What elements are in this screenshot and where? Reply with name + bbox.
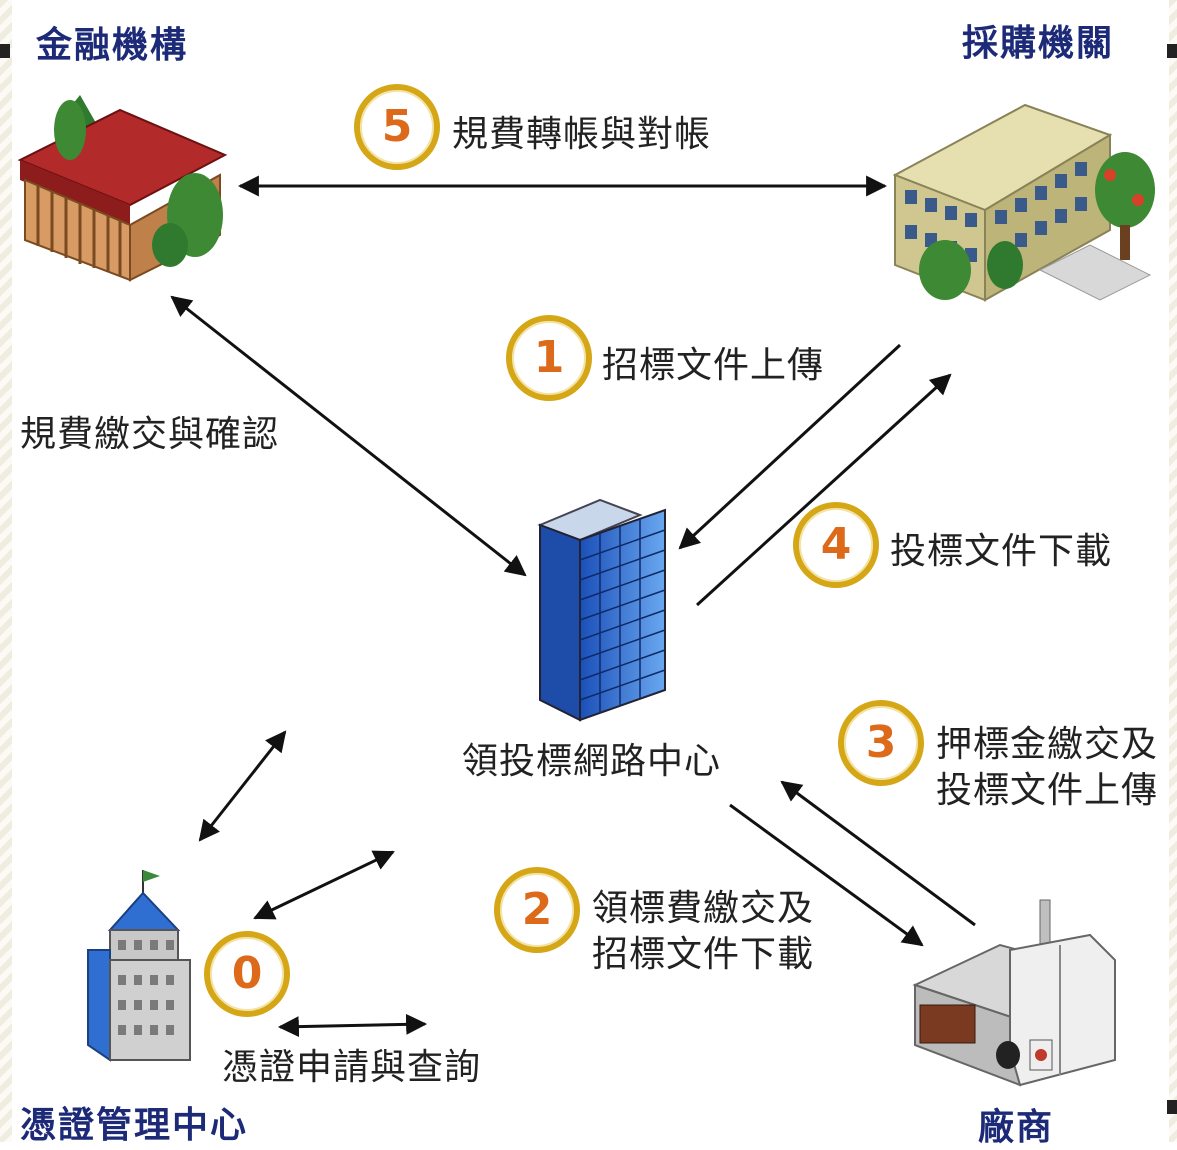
arrow-step2-download (729, 803, 924, 947)
network-center-label: 領投標網路中心 (462, 741, 722, 782)
step-5-label: 規費轉帳與對帳 (452, 114, 712, 155)
arrow-step1-upload (678, 343, 902, 550)
arrow-step3-upload (780, 780, 976, 927)
step-badge-3: 3 (838, 700, 924, 786)
fee-confirm-label: 規費繳交與確認 (20, 414, 280, 455)
arrow-cert-network (198, 730, 287, 842)
step-badge-0: 0 (204, 931, 290, 1017)
left-border-texture (0, 0, 12, 1142)
step-4-label: 投標文件下載 (890, 531, 1113, 572)
step-3-label: 押標金繳交及投標文件上傳 (936, 724, 1159, 811)
step-badge-2: 2 (494, 867, 580, 953)
arrow-step4-download (695, 373, 952, 607)
bank-building-icon (17, 95, 228, 282)
right-edge-marker-bottom (1167, 1100, 1177, 1114)
step-1-label: 招標文件上傳 (602, 345, 825, 386)
cert-center-label: 憑證管理中心 (20, 1105, 249, 1146)
step-badge-4: 4 (793, 502, 879, 588)
financial-institution-label: 金融機構 (36, 25, 189, 66)
step-2-label: 領標費繳交及招標文件下載 (592, 888, 815, 975)
agency-building-icon (892, 103, 1155, 302)
right-border-texture (1169, 0, 1177, 1142)
left-edge-marker (0, 44, 10, 58)
step-0-label: 憑證申請與查詢 (222, 1047, 482, 1088)
procurement-agency-label: 採購機關 (962, 23, 1115, 64)
arrow-cert-apply (277, 1013, 428, 1038)
vendor-label: 廠商 (978, 1107, 1055, 1148)
step-badge-1: 1 (506, 315, 592, 401)
right-edge-marker (1167, 44, 1177, 58)
step-badge-5: 5 (354, 84, 440, 170)
network-center-tower-icon (537, 498, 666, 722)
factory-building-icon (912, 899, 1116, 1087)
cert-center-tower-icon (87, 870, 191, 1062)
arrow-cert-query (253, 850, 395, 920)
arrow-bank-network (170, 295, 527, 577)
